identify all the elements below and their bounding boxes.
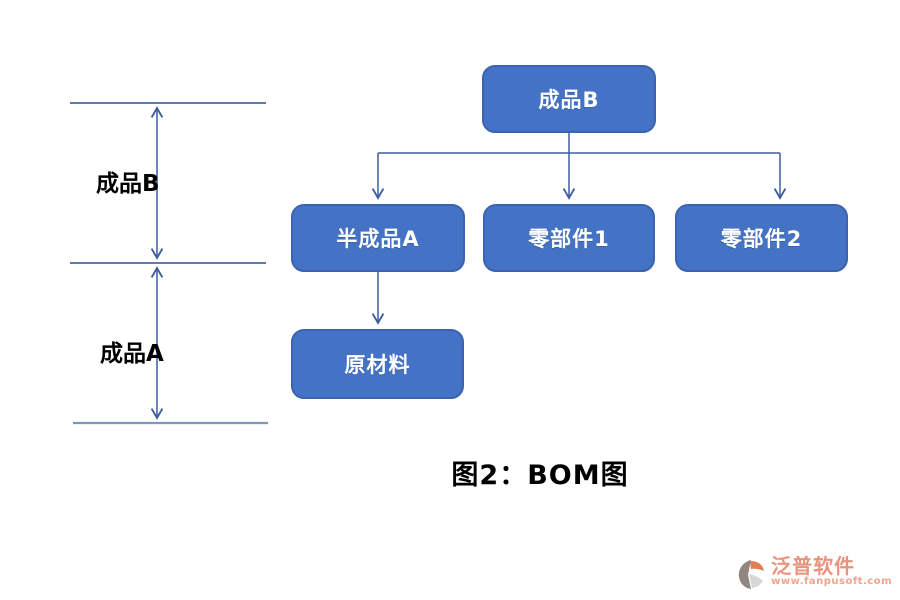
watermark-url: www.fanpusoft.com [771,576,892,587]
node-part-2: 零部件2 [675,204,848,272]
watermark-brand: 泛普软件 [771,554,856,578]
node-finished-product-b: 成品B [482,65,656,133]
measure-label-finished-a: 成品A [100,341,164,367]
node-part-1: 零部件1 [483,204,655,272]
measure-label-finished-b: 成品B [96,171,160,197]
fanpu-watermark: 泛普软件 www.fanpusoft.com [737,556,892,590]
node-raw-material: 原材料 [291,329,464,399]
node-semi-finished-a: 半成品A [291,204,465,272]
figure-caption: 图2：BOM图 [451,460,629,491]
fanpu-logo-icon [739,560,765,589]
